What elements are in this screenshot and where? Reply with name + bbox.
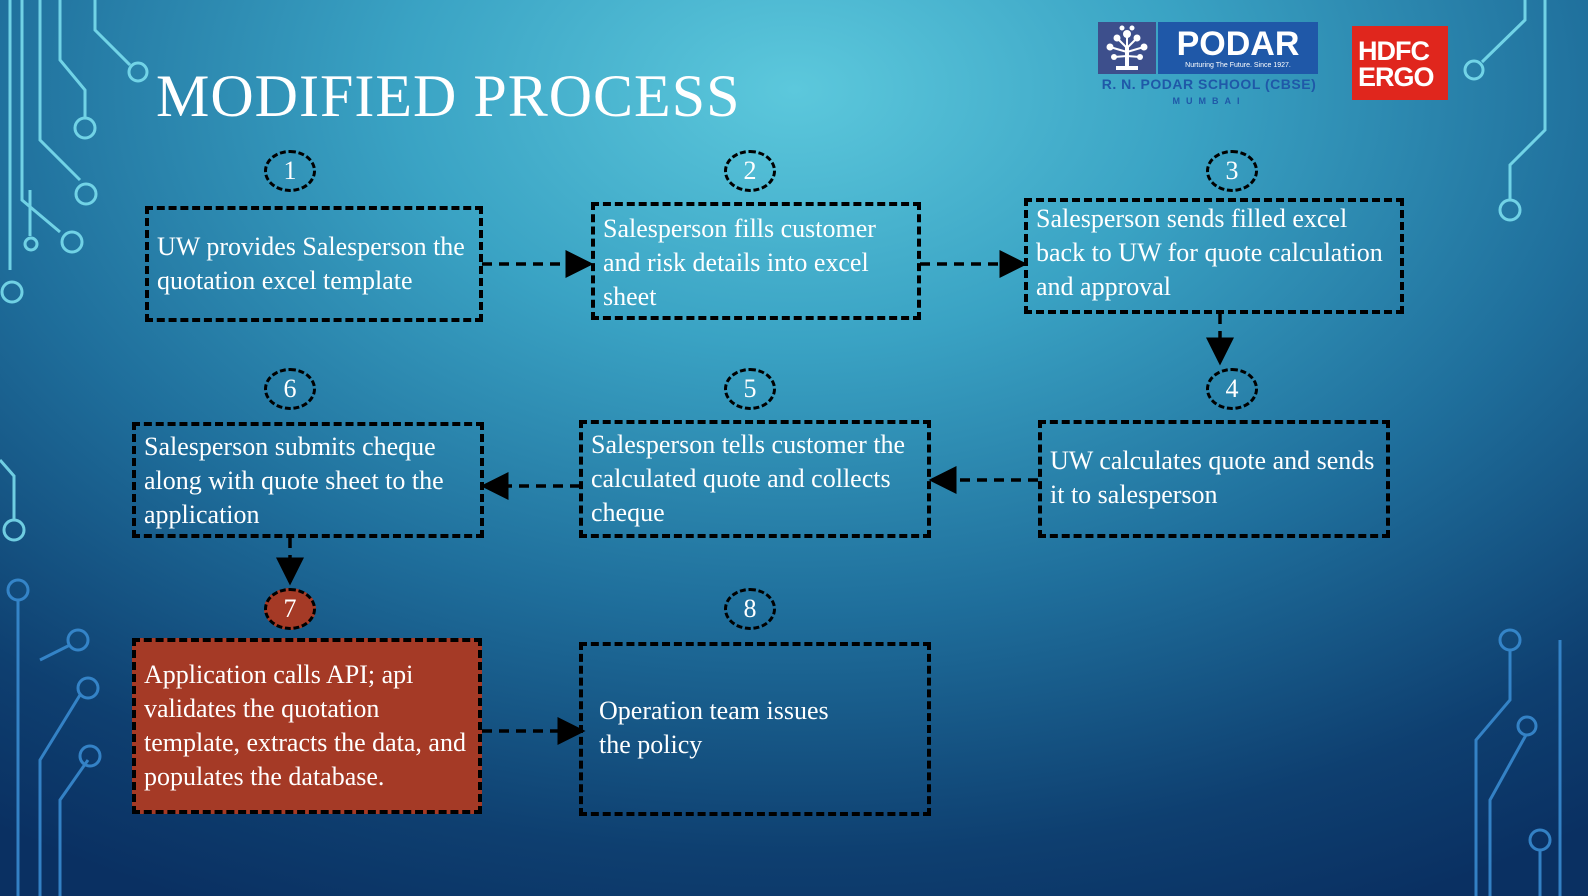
step-box-5: Salesperson tells customer the calculate… — [579, 420, 931, 538]
step-number-4: 4 — [1206, 368, 1258, 410]
step-box-7: Application calls API; api validates the… — [132, 638, 482, 814]
step-box-2: Salesperson fills customer and risk deta… — [591, 202, 921, 320]
podar-tagline: Nurturing The Future. Since 1927. — [1185, 62, 1291, 69]
step-number-8: 8 — [724, 588, 776, 630]
step-number-7: 7 — [264, 588, 316, 630]
hdfc-ergo-logo: HDFC ERGO — [1352, 26, 1448, 100]
step-box-4: UW calculates quote and sends it to sale… — [1038, 420, 1390, 538]
step-box-6: Salesperson submits cheque along with qu… — [132, 422, 484, 538]
step-number-3: 3 — [1206, 150, 1258, 192]
slide-title: MODIFIED PROCESS — [156, 63, 741, 129]
step-number-2: 2 — [724, 150, 776, 192]
step-number-6: 6 — [264, 368, 316, 410]
tree-icon — [1098, 22, 1156, 74]
step-box-8: Operation team issues the policy — [579, 642, 931, 816]
hdfc-logo-line1: HDFC — [1358, 36, 1430, 66]
podar-school-name: R. N. PODAR SCHOOL (CBSE) — [1101, 76, 1317, 92]
step-number-1: 1 — [264, 150, 316, 192]
hdfc-logo-line2: ERGO — [1358, 62, 1435, 92]
podar-school-logo: PODAR Nurturing The Future. Since 1927. … — [1098, 22, 1320, 112]
podar-city: MUMBAI — [1172, 96, 1246, 106]
step-box-3: Salesperson sends filled excel back to U… — [1024, 198, 1404, 314]
step-number-5: 5 — [724, 368, 776, 410]
podar-name: PODAR — [1158, 22, 1318, 74]
step-box-1: UW provides Salesperson the quotation ex… — [145, 206, 483, 322]
